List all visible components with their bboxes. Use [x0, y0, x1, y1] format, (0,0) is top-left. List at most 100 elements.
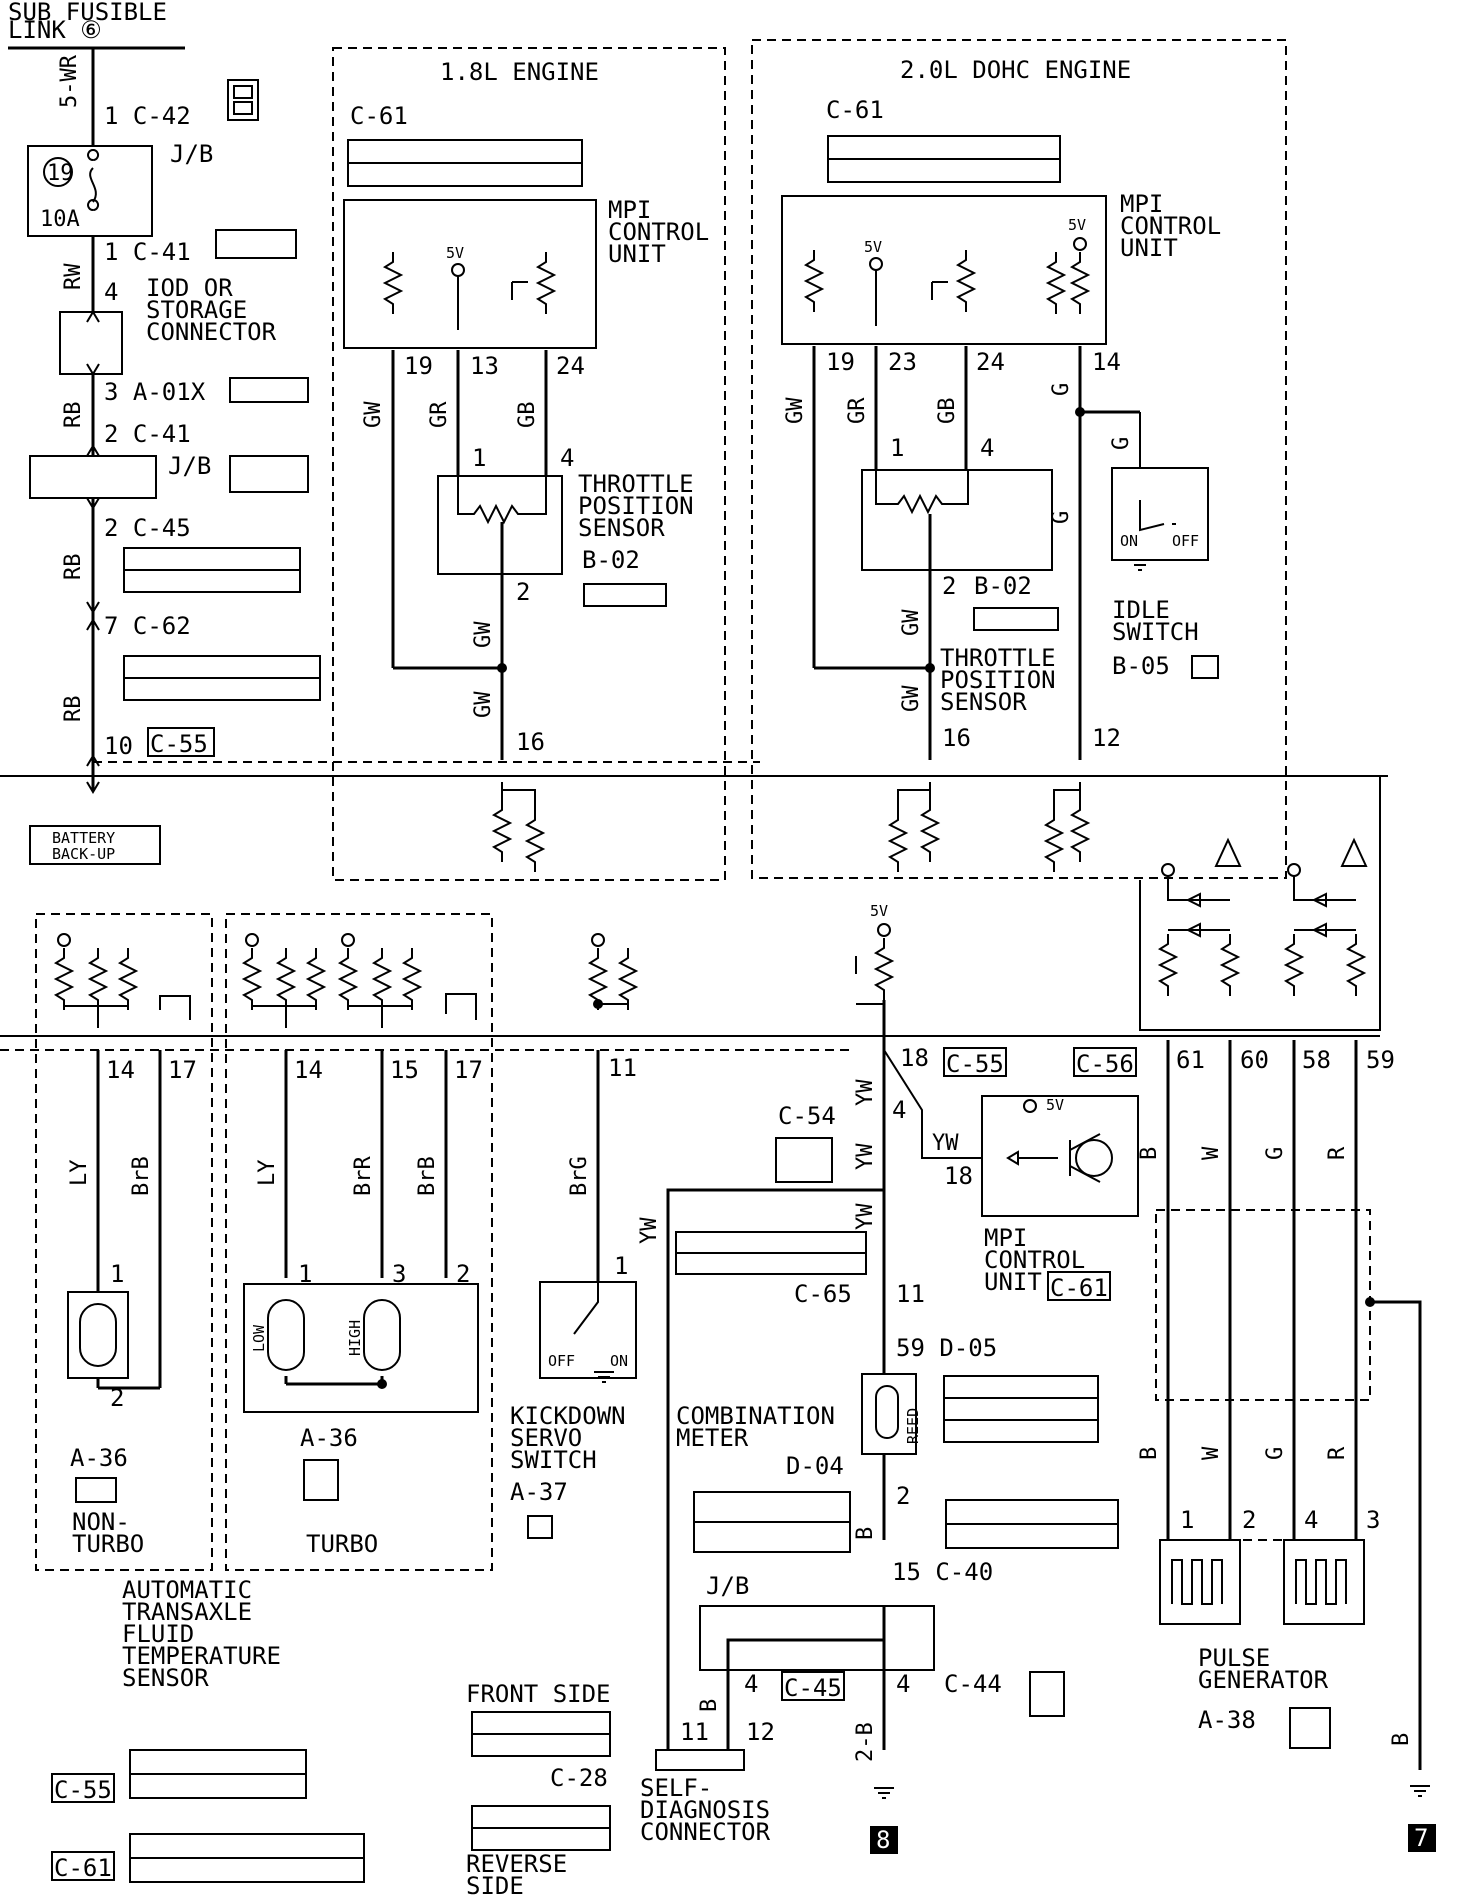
ground-8: 8 — [876, 1826, 890, 1854]
wire-gb-2-0l: GB — [935, 398, 960, 425]
wire-yw-3: YW — [853, 1143, 878, 1170]
wire-gw-2-0l: GW — [783, 397, 808, 424]
self-diag-label-1: SELF- — [640, 1774, 712, 1802]
c61-bottom-box — [51, 1851, 115, 1881]
tp-pin-2-2-0l: 2 — [942, 572, 956, 600]
kickdown-label-2: SERVO — [510, 1424, 582, 1452]
tp-pin-1-1-8l: 1 — [472, 444, 486, 472]
num-2-meter: 2 — [896, 1482, 910, 1510]
a37-icon — [527, 1515, 553, 1539]
idle-switch-box — [1111, 467, 1209, 561]
wire-color-5wr: 5-WR — [57, 54, 82, 108]
c28-label: C-28 — [550, 1764, 608, 1792]
pg-pin-4: 4 — [1304, 1506, 1318, 1534]
kickdown-label-3: SWITCH — [510, 1446, 597, 1474]
fuse-symbol — [87, 149, 100, 211]
connector-a01x-icon — [229, 377, 309, 403]
vss-mpi-label-3: UNIT — [984, 1268, 1042, 1296]
wire-2b: 2-B — [853, 1722, 878, 1762]
c61-2-0l-label: C-61 — [826, 96, 884, 124]
pulse-gen-1-box — [1159, 1539, 1241, 1625]
pg-wire-w-1: W — [1199, 1146, 1224, 1160]
wire-gw-1-8l: GW — [361, 401, 386, 428]
b02-2-0l-icon — [973, 607, 1059, 631]
vss-mpi-label-2: CONTROL — [984, 1246, 1085, 1274]
mpi-2-0l-5v: 5V — [864, 238, 882, 256]
atf-label-1: AUTOMATIC — [122, 1576, 252, 1604]
c54-icon — [775, 1137, 833, 1183]
c55-mid: C-55 — [946, 1050, 1004, 1078]
pin-60: 60 — [1240, 1046, 1269, 1074]
jb-lower-box — [699, 1605, 935, 1671]
a38-icon — [1289, 1707, 1331, 1749]
c45-lower-box — [781, 1671, 845, 1701]
ground-8-box — [870, 1826, 898, 1854]
wire-g-2-0l-3: G — [1049, 511, 1074, 524]
b05-icon — [1191, 655, 1219, 679]
idle-on: ON — [1120, 532, 1138, 550]
fuse-number-circle — [43, 157, 73, 187]
atf-label-3: FLUID — [122, 1620, 194, 1648]
connector-c42-label: 1 C-42 — [104, 102, 191, 130]
pin-10: 10 — [104, 732, 133, 760]
pin-61: 61 — [1176, 1046, 1205, 1074]
c44-icon — [1029, 1671, 1065, 1717]
engine-1-8l-section: 1.8L ENGINE C-61 MPI CONTROL UNIT 5V 19 … — [332, 47, 726, 881]
pin-24-2-0l: 24 — [976, 348, 1005, 376]
fuse-number: 19 — [47, 161, 74, 186]
power-feed-section: SUB FUSIBLE LINK ⑥ 5-WR 1 C-42 J/B 19 10… — [0, 0, 1388, 865]
wire-gw3-2-0l: GW — [899, 685, 924, 712]
kickdown-pin-1: 1 — [614, 1252, 628, 1280]
wire-yw-5: YW — [637, 1217, 662, 1244]
pin-13-1-8l: 13 — [470, 352, 499, 380]
pin-59: 59 — [1366, 1046, 1395, 1074]
front-side-label: FRONT SIDE — [466, 1680, 611, 1708]
num-18b: 18 — [944, 1162, 973, 1190]
c61-bottom: C-61 — [54, 1854, 112, 1882]
turbo-sensor-box — [243, 1283, 479, 1413]
mpi-2-0l-2: CONTROL — [1120, 212, 1221, 240]
connector-c62-label: 7 C-62 — [104, 612, 191, 640]
ground-7: 7 — [1414, 1824, 1428, 1852]
a36-nonturbo-label: A-36 — [70, 1444, 128, 1472]
turbo-high: HIGH — [346, 1320, 364, 1356]
num-4-jb: 4 — [744, 1670, 758, 1698]
b05-label: B-05 — [1112, 652, 1170, 680]
a37-label: A-37 — [510, 1478, 568, 1506]
engine-2-0l-title: 2.0L DOHC ENGINE — [900, 56, 1131, 84]
mpi-unit-1-8l-box — [343, 199, 597, 349]
num-4-c44: 4 — [896, 1670, 910, 1698]
pg-pin-1: 1 — [1180, 1506, 1194, 1534]
tps-1-8l-label-1: THROTTLE — [578, 470, 694, 498]
self-diag-label-3: CONNECTOR — [640, 1818, 771, 1846]
tps-2-0l-label-2: POSITION — [940, 666, 1056, 694]
iod-pin: 4 — [104, 278, 118, 306]
wire-brb-turbo: BrB — [415, 1156, 440, 1196]
turbo-frame — [225, 913, 493, 1571]
wire-g-2-0l-2: G — [1109, 437, 1134, 450]
mpi-1-8l-3: UNIT — [608, 240, 666, 268]
pg-pin-3: 3 — [1366, 1506, 1380, 1534]
vss-mpi-label-1: MPI — [984, 1224, 1027, 1252]
c55-mid-box — [943, 1047, 1007, 1077]
b02-1-8l-icon — [583, 583, 667, 607]
connector-c41a-label: 1 C-41 — [104, 238, 191, 266]
idle-switch-label-1: IDLE — [1112, 596, 1170, 624]
wire-ly-nonturbo: LY — [67, 1160, 92, 1187]
vss-mpi-5v: 5V — [1046, 1096, 1064, 1114]
turbo-pin-3: 3 — [392, 1260, 406, 1288]
pin-23-2-0l: 23 — [888, 348, 917, 376]
pin-14-nonturbo: 14 — [106, 1056, 135, 1084]
c61-1-8l-label: C-61 — [350, 102, 408, 130]
fusible-link-label: LINK ⑥ — [8, 16, 102, 44]
c55-bottom-box — [51, 1773, 115, 1803]
reverse-side-label-1: REVERSE — [466, 1850, 567, 1878]
num-4-c54: 4 — [892, 1096, 906, 1124]
tp-pin-2-1-8l: 2 — [516, 578, 530, 606]
pg-wire-w-2: W — [1199, 1446, 1224, 1460]
idle-switch-label-2: SWITCH — [1112, 618, 1199, 646]
idle-off: OFF — [1172, 532, 1199, 550]
turbo-label: TURBO — [306, 1530, 378, 1558]
tp-pin-4-1-8l: 4 — [560, 444, 574, 472]
tps-2-0l-box — [861, 469, 1053, 571]
